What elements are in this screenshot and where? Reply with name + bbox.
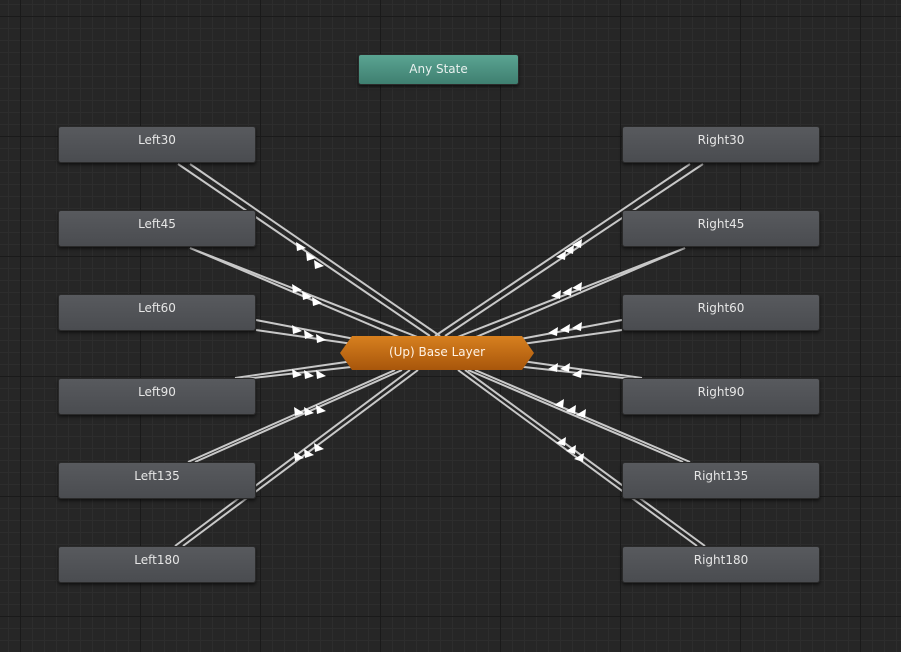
transition-arrow-icon [566,405,576,414]
transition-arrow-icon [576,409,586,418]
transition-arrow-icon [562,287,572,296]
transition-arrow-icon [314,443,324,452]
transition-line[interactable] [177,163,431,337]
transition-arrow-icon [316,370,326,379]
state-right45[interactable]: Right45 [622,210,820,247]
transition-arrow-icon [292,325,302,334]
state-right30[interactable]: Right30 [622,126,820,163]
state-left90[interactable]: Left90 [58,378,256,415]
transition-arrow-icon [574,453,584,462]
transition-arrow-icon [312,297,322,306]
transition-line[interactable] [454,247,686,347]
transition-arrow-icon [572,369,582,378]
transition-arrow-icon [548,363,558,372]
transition-arrow-icon [304,407,314,416]
state-label: Left60 [138,301,176,315]
transition-line[interactable] [434,163,691,337]
transition-arrow-icon [316,405,326,414]
state-label: Right135 [693,469,749,483]
state-label: Right30 [697,133,745,147]
transition-arrow-icon [556,437,566,446]
transition-line[interactable] [467,369,684,463]
transition-arrow-icon [548,327,558,336]
transition-line[interactable] [514,359,643,379]
state-label: Right45 [697,217,745,231]
state-right180[interactable]: Right180 [622,546,820,583]
transition-line[interactable] [194,369,403,463]
transition-arrow-icon [564,245,574,254]
transition-line[interactable] [234,359,361,379]
state-label: Right180 [693,553,749,567]
transition-line[interactable] [174,369,411,547]
state-right135[interactable]: Right135 [622,462,820,499]
any-state-label: Any State [409,62,468,76]
state-label: Right90 [697,385,745,399]
transition-arrow-icon [551,290,561,299]
transition-line[interactable] [255,319,361,341]
state-left45[interactable]: Left45 [58,210,256,247]
transition-arrow-icon [560,324,570,333]
transition-arrow-icon [304,449,314,458]
transition-arrow-icon [314,260,324,269]
state-label: Left45 [138,217,176,231]
transition-arrow-icon [560,363,570,372]
state-left60[interactable]: Left60 [58,294,256,331]
transition-arrow-icon [304,370,314,379]
transition-arrow-icon [306,252,316,261]
transition-arrow-icon [556,251,566,260]
base-layer-label: (Up) Base Layer [388,345,486,359]
state-label: Right60 [697,301,745,315]
transition-line[interactable] [189,163,441,337]
state-label: Left180 [134,553,180,567]
any-state-node[interactable]: Any State [358,54,519,85]
transition-arrow-icon [566,445,576,454]
state-label: Left90 [138,385,176,399]
transition-arrow-icon [294,452,304,461]
transition-line[interactable] [464,369,706,547]
transition-arrow-icon [554,399,564,408]
transition-line[interactable] [187,369,396,463]
state-left135[interactable]: Left135 [58,462,256,499]
transition-line[interactable] [514,329,623,346]
transition-arrow-icon [572,282,582,291]
state-label: Left30 [138,133,176,147]
transition-arrow-icon [292,284,302,293]
state-right60[interactable]: Right60 [622,294,820,331]
transition-arrow-icon [302,291,312,300]
transition-arrow-icon [572,239,582,248]
transition-arrow-icon [292,369,302,378]
transition-arrow-icon [572,322,582,331]
transition-arrow-icon [316,334,326,343]
transition-arrow-icon [296,242,306,251]
base-layer-state-machine-node[interactable]: (Up) Base Layer [340,336,534,370]
state-right90[interactable]: Right90 [622,378,820,415]
state-left30[interactable]: Left30 [58,126,256,163]
transition-arrow-icon [304,330,314,339]
transition-line[interactable] [444,163,704,337]
state-label: Left135 [134,469,180,483]
state-left180[interactable]: Left180 [58,546,256,583]
transition-arrow-icon [294,407,304,416]
